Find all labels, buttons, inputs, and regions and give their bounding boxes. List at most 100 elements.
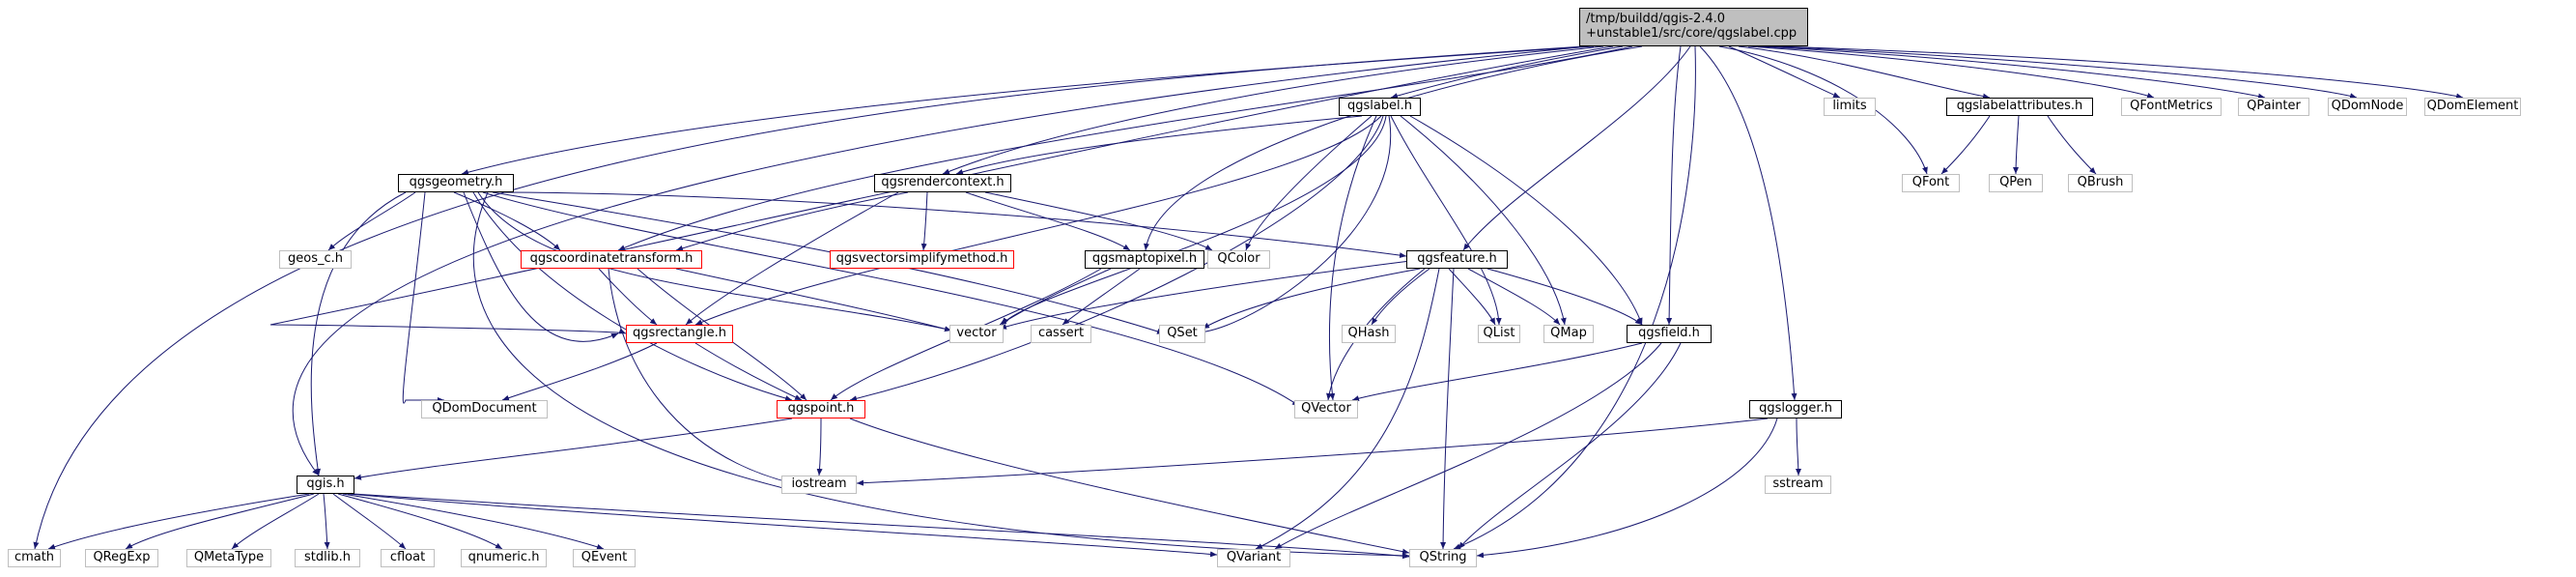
include-edge xyxy=(1409,115,1643,326)
include-edge xyxy=(1351,342,1643,402)
node-label: QMap xyxy=(1550,326,1587,341)
node-label: QHash xyxy=(1347,326,1390,341)
include-edge xyxy=(1255,268,1440,550)
include-edge xyxy=(965,191,1131,251)
node-geos-c-h: geos_c.h xyxy=(279,250,352,269)
node-label: cfloat xyxy=(389,550,426,565)
include-edge xyxy=(1467,268,1561,326)
node-label: QEvent xyxy=(580,550,628,565)
node-qgis-h[interactable]: qgis.h xyxy=(297,476,354,494)
node-qnumeric-h: qnumeric.h xyxy=(461,549,547,567)
node-qmetatype: QMetaType xyxy=(186,549,271,567)
include-edge xyxy=(849,115,1384,402)
node-cfloat: cfloat xyxy=(381,549,435,567)
include-edge xyxy=(352,493,1410,560)
node-qgsgeometry-h[interactable]: qgsgeometry.h xyxy=(398,174,514,192)
node-cassert: cassert xyxy=(1031,325,1091,343)
include-edge xyxy=(598,268,658,326)
include-edge xyxy=(1440,268,1455,550)
node-qstring: QString xyxy=(1409,549,1477,567)
node-qevent: QEvent xyxy=(573,549,636,567)
include-edge xyxy=(1245,115,1373,251)
node-qgscoordinatetransform-h[interactable]: qgscoordinatetransform.h xyxy=(521,250,702,269)
node-qgslogger-h[interactable]: qgslogger.h xyxy=(1749,400,1842,418)
include-edge xyxy=(675,191,909,251)
node-label: QVector xyxy=(1301,401,1351,417)
include-edge xyxy=(1462,45,1691,251)
root-node-qgslabel-cpp: /tmp/buildd/qgis-2.4.0 +unstable1/src/co… xyxy=(1579,8,1808,46)
node-label: QDomNode xyxy=(2331,99,2404,114)
include-edges xyxy=(33,45,2464,560)
node-qvariant: QVariant xyxy=(1217,549,1290,567)
node-qgsfield-h[interactable]: qgsfield.h xyxy=(1627,325,1712,343)
node-qgsmaptopixel-h[interactable]: qgsmaptopixel.h xyxy=(1085,250,1204,269)
node-qset: QSet xyxy=(1159,325,1205,343)
node-qfontmetrics: QFontMetrics xyxy=(2121,98,2222,116)
include-edge xyxy=(849,418,1410,555)
node-qlist: QList xyxy=(1478,325,1520,343)
node-label: qgslabel.h xyxy=(1346,99,1413,114)
node-label: vector xyxy=(956,326,997,341)
include-edge xyxy=(125,493,315,550)
node-label: sstream xyxy=(1772,476,1824,492)
include-edge xyxy=(47,493,310,550)
include-edge xyxy=(920,191,928,251)
include-edge xyxy=(1738,45,1991,100)
include-edge xyxy=(1757,45,2266,100)
include-edge xyxy=(1666,45,1682,326)
node-qgspoint-h[interactable]: qgspoint.h xyxy=(777,400,865,418)
include-edge xyxy=(942,45,1604,175)
include-edge xyxy=(1400,115,1567,326)
include-edge xyxy=(292,45,1590,476)
include-edge xyxy=(999,268,1112,326)
include-edge xyxy=(1940,115,1991,175)
root-path-line-1: /tmp/buildd/qgis-2.4.0 xyxy=(1586,12,1726,27)
include-edge xyxy=(310,191,407,476)
node-qgsrectangle-h[interactable]: qgsrectangle.h xyxy=(626,325,733,343)
node-label: QPainter xyxy=(2247,99,2301,114)
node-label: limits xyxy=(1832,99,1867,114)
include-edge xyxy=(1728,45,1841,99)
node-label: qgslogger.h xyxy=(1759,401,1832,417)
node-label: QSet xyxy=(1167,326,1198,341)
node-label: QList xyxy=(1483,326,1515,341)
node-qpen: QPen xyxy=(1989,174,2043,192)
node-qmap: QMap xyxy=(1543,325,1594,343)
node-label: QDomDocument xyxy=(432,401,537,417)
node-qgsfeature-h[interactable]: qgsfeature.h xyxy=(1406,250,1508,269)
node-qvector: QVector xyxy=(1294,400,1358,418)
node-label: qgsgeometry.h xyxy=(409,175,503,190)
include-edge xyxy=(685,191,899,326)
node-label: qgsmaptopixel.h xyxy=(1091,251,1198,267)
node-limits: limits xyxy=(1824,98,1876,116)
node-qgslabelattributes-h[interactable]: qgslabelattributes.h xyxy=(1946,98,2093,116)
include-edge xyxy=(1767,45,2358,100)
node-label: qgspoint.h xyxy=(787,401,855,417)
node-qgslabel-h[interactable]: qgslabel.h xyxy=(1339,98,1421,116)
include-edge xyxy=(482,191,1300,407)
node-label: QMetaType xyxy=(193,550,265,565)
include-edge xyxy=(1453,45,1696,550)
include-edge xyxy=(501,191,1407,259)
include-edge xyxy=(1699,45,1798,401)
node-qregexp: QRegExp xyxy=(85,549,158,567)
node-qdomnode: QDomNode xyxy=(2328,98,2407,116)
node-label: qgslabelattributes.h xyxy=(1956,99,2083,114)
include-edge xyxy=(463,191,619,342)
node-label: qgis.h xyxy=(306,476,345,492)
node-label: QString xyxy=(1419,550,1467,565)
node-qbrush: QBrush xyxy=(2068,174,2133,192)
node-qdomdocument: QDomDocument xyxy=(421,400,548,418)
include-edge xyxy=(1371,268,1430,326)
include-edge xyxy=(472,191,1410,559)
include-edge xyxy=(1144,45,1643,251)
include-edge xyxy=(608,268,793,485)
node-label: QFontMetrics xyxy=(2130,99,2213,114)
node-qgsvectorsimplifymethod-h[interactable]: qgsvectorsimplifymethod.h xyxy=(830,250,1014,269)
node-qgsrendercontext-h[interactable]: qgsrendercontext.h xyxy=(874,174,1011,192)
node-label: QRegExp xyxy=(93,550,151,565)
node-vector: vector xyxy=(949,325,1004,343)
node-label: cassert xyxy=(1037,326,1085,341)
include-edge xyxy=(231,493,320,550)
node-qfont: QFont xyxy=(1902,174,1960,192)
